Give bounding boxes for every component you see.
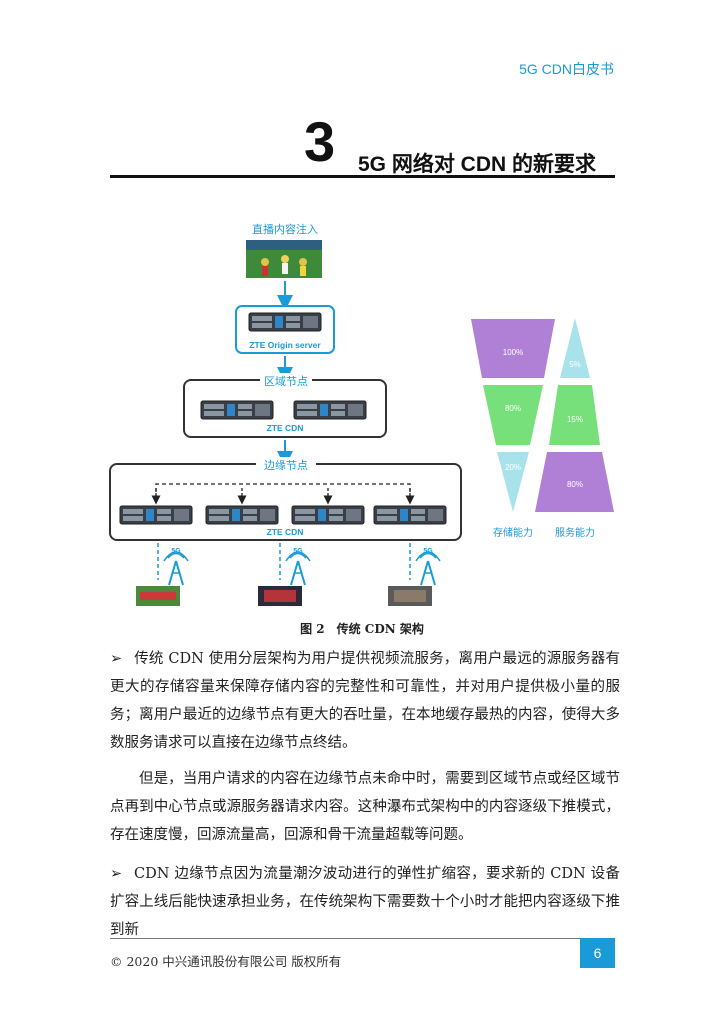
- paragraph-1: ➢传统 CDN 使用分层架构为用户提供视频流服务，离用户最远的源服务器有更大的存…: [110, 645, 620, 757]
- figure-caption: 图 2 传统 CDN 架构: [300, 622, 424, 636]
- service-value-bottom: 80%: [567, 480, 583, 489]
- 5g-label: 5G: [423, 548, 433, 555]
- footer-rule: [110, 938, 615, 939]
- storage-segment-bottom: [497, 452, 529, 512]
- service-capacity-label: 服务能力: [555, 526, 595, 539]
- regional-server-icon: [293, 400, 367, 420]
- storage-value-bottom: 20%: [505, 463, 521, 472]
- 5g-branch-right: 5G: [388, 543, 441, 606]
- service-segment-top: [560, 318, 590, 378]
- edge-server-icon: [119, 505, 193, 525]
- paragraph-text: 传统 CDN 使用分层架构为用户提供视频流服务，离用户最远的源服务器有更大的存储…: [110, 651, 620, 751]
- footer-copyright: © 2020 中兴通讯股份有限公司 版权所有: [110, 954, 342, 969]
- edge-node-title: 边缘节点: [264, 459, 308, 472]
- regional-node-label: ZTE CDN: [267, 423, 304, 433]
- title-rule: [110, 175, 615, 178]
- storage-segment-top: [471, 319, 555, 378]
- storage-segment-middle: [483, 385, 543, 445]
- source-label: 直播内容注入: [252, 222, 318, 236]
- 5g-tower-icon: [285, 551, 311, 586]
- 5g-branch-left: 5G: [136, 543, 189, 606]
- edge-distribution-line: [155, 483, 411, 499]
- paragraph-3: ➢CDN 边缘节点因为流量潮汐波动进行的弹性扩缩容，要求新的 CDN 设备扩容上…: [110, 860, 620, 944]
- paragraph-text: CDN 边缘节点因为流量潮汐波动进行的弹性扩缩容，要求新的 CDN 设备扩容上线…: [110, 866, 620, 938]
- regional-node-title: 区域节点: [264, 375, 308, 388]
- document-header-title: 5G CDN白皮书: [519, 61, 614, 77]
- service-value-middle: 15%: [567, 415, 583, 424]
- 5g-tower-icon: [415, 551, 441, 586]
- service-value-top: 5%: [569, 360, 581, 369]
- 5g-branch-middle: 5G: [258, 543, 311, 606]
- service-segment-bottom: [535, 452, 614, 512]
- 5g-label: 5G: [171, 548, 181, 555]
- 5g-tower-icon: [163, 551, 189, 586]
- page-number: 6: [580, 938, 615, 968]
- regional-server-icon: [200, 400, 274, 420]
- origin-server-icon: [248, 312, 322, 332]
- paragraph-text: 但是，当用户请求的内容在边缘节点未命中时，需要到区域节点或经区域节点再到中心节点…: [110, 771, 620, 843]
- edge-server-icon: [373, 505, 447, 525]
- bullet-arrow-icon: ➢: [110, 651, 123, 667]
- source-video-thumbnail: [246, 240, 322, 278]
- chapter-number: 3: [304, 110, 336, 173]
- edge-node-label: ZTE CDN: [267, 527, 304, 537]
- 5g-label: 5G: [293, 548, 303, 555]
- service-capacity-pyramid: 5% 15% 80% 服务能力: [535, 318, 614, 539]
- bullet-arrow-icon: ➢: [110, 866, 123, 882]
- edge-server-icon: [291, 505, 365, 525]
- storage-value-middle: 80%: [505, 404, 521, 413]
- paragraph-2: 但是，当用户请求的内容在边缘节点未命中时，需要到区域节点或经区域节点再到中心节点…: [110, 765, 620, 849]
- storage-value-top: 100%: [503, 348, 523, 357]
- edge-server-icon: [205, 505, 279, 525]
- storage-capacity-funnel: 100% 80% 20% 存储能力: [471, 319, 555, 539]
- storage-capacity-label: 存储能力: [493, 526, 533, 539]
- chapter-title: 5G 网络对 CDN 的新要求: [358, 153, 597, 176]
- origin-server-label: ZTE Origin server: [249, 340, 321, 350]
- service-segment-middle: [549, 385, 600, 445]
